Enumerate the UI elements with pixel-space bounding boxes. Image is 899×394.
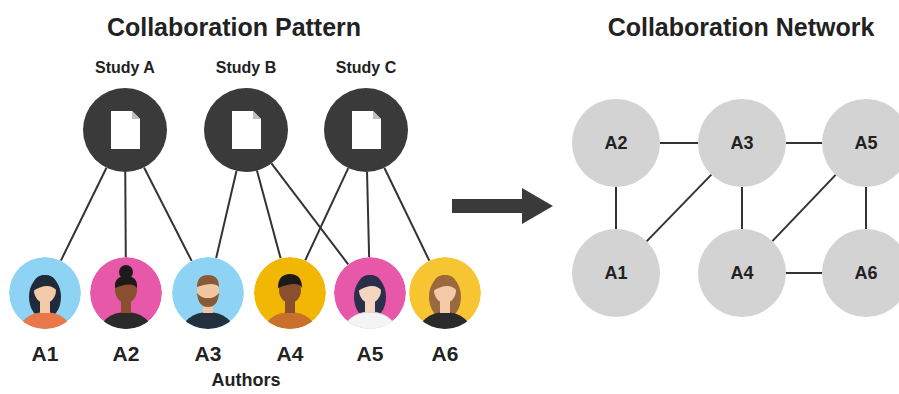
study-node: Study B <box>204 88 288 172</box>
network-label: A4 <box>730 263 753 284</box>
transform-arrow <box>452 188 553 224</box>
connector-line <box>660 142 698 144</box>
author-avatar <box>9 257 81 329</box>
author-label: A4 <box>277 342 304 366</box>
study-circle <box>204 88 288 172</box>
author-node: A6 <box>409 257 481 329</box>
connector-line <box>257 171 281 259</box>
connector-line <box>384 168 429 261</box>
document-icon <box>232 111 261 149</box>
author-label: A2 <box>113 342 140 366</box>
connector-line <box>216 171 236 258</box>
study-node: Study A <box>83 88 167 172</box>
author-label: A3 <box>195 342 222 366</box>
connector-line <box>124 172 127 257</box>
author-node: A4 <box>254 257 326 329</box>
connector-line <box>367 172 369 257</box>
network-node: A3 <box>698 99 786 187</box>
connector-line <box>786 272 822 274</box>
connector-line <box>647 175 712 242</box>
author-label: A5 <box>357 342 384 366</box>
connector-line <box>865 187 867 229</box>
network-node: A2 <box>572 99 660 187</box>
author-avatar <box>90 257 162 329</box>
connector-line <box>61 168 107 261</box>
network-label: A3 <box>730 133 753 154</box>
author-avatar <box>254 257 326 329</box>
section-title: Collaboration Pattern <box>107 13 361 42</box>
study-circle <box>83 88 167 172</box>
network-label: A2 <box>604 133 627 154</box>
document-icon <box>352 111 381 149</box>
network-label: A1 <box>604 263 627 284</box>
network-label: A6 <box>854 263 877 284</box>
author-label: A6 <box>432 342 459 366</box>
author-node: A2 <box>90 257 162 329</box>
network-node: A6 <box>822 229 899 317</box>
connector-line <box>305 168 348 260</box>
author-avatar <box>409 257 481 329</box>
study-label: Study A <box>95 59 155 77</box>
connector-line <box>786 142 822 144</box>
author-node: A5 <box>334 257 406 329</box>
study-circle <box>324 88 408 172</box>
connector-line <box>772 175 835 241</box>
author-avatar <box>334 257 406 329</box>
author-node: A3 <box>172 257 244 329</box>
group-label: Authors <box>212 370 281 391</box>
connector-line <box>271 163 348 264</box>
author-node: A1 <box>9 257 81 329</box>
study-node: Study C <box>324 88 408 172</box>
author-label: A1 <box>32 342 59 366</box>
network-node: A5 <box>822 99 899 187</box>
document-icon <box>111 111 140 149</box>
connector-line <box>615 187 617 229</box>
network-label: A5 <box>854 133 877 154</box>
network-node: A4 <box>698 229 786 317</box>
connector-line <box>144 167 192 260</box>
section-title: Collaboration Network <box>608 13 875 42</box>
network-node: A1 <box>572 229 660 317</box>
study-label: Study B <box>216 59 276 77</box>
connector-line <box>741 187 743 229</box>
study-label: Study C <box>336 59 396 77</box>
author-avatar <box>172 257 244 329</box>
